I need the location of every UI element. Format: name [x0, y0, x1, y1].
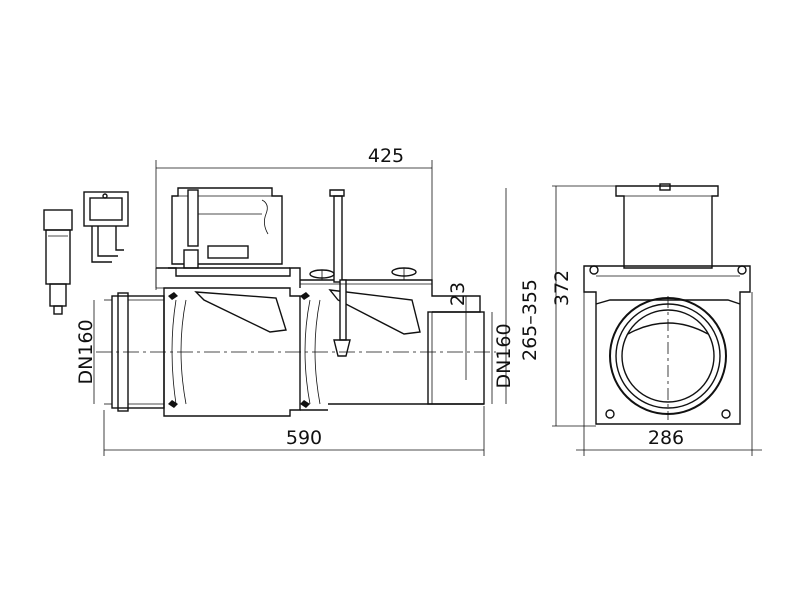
- control-unit-accessory: [83, 191, 129, 263]
- dim-425: 425: [368, 145, 404, 167]
- dimension-labels: 425 590 DN160 DN160 23 265–355 372 286: [75, 145, 684, 449]
- dim-286: 286: [648, 427, 684, 449]
- flap-1: [168, 291, 287, 408]
- flap-2: [300, 289, 421, 408]
- side-view: [96, 187, 496, 417]
- dim-265-355: 265–355: [519, 279, 541, 361]
- dim-23: 23: [447, 282, 469, 306]
- valve-body: [155, 267, 485, 417]
- dim-590: 590: [286, 427, 322, 449]
- dimension-lines: [93, 160, 762, 456]
- sensor-accessory: [43, 209, 73, 315]
- front-view: [583, 183, 751, 425]
- motor-housing: [168, 187, 290, 269]
- dim-outlet-dn: DN160: [493, 323, 515, 388]
- dim-372: 372: [551, 270, 573, 306]
- manual-lever: [300, 189, 432, 357]
- dim-inlet-dn: DN160: [75, 319, 97, 384]
